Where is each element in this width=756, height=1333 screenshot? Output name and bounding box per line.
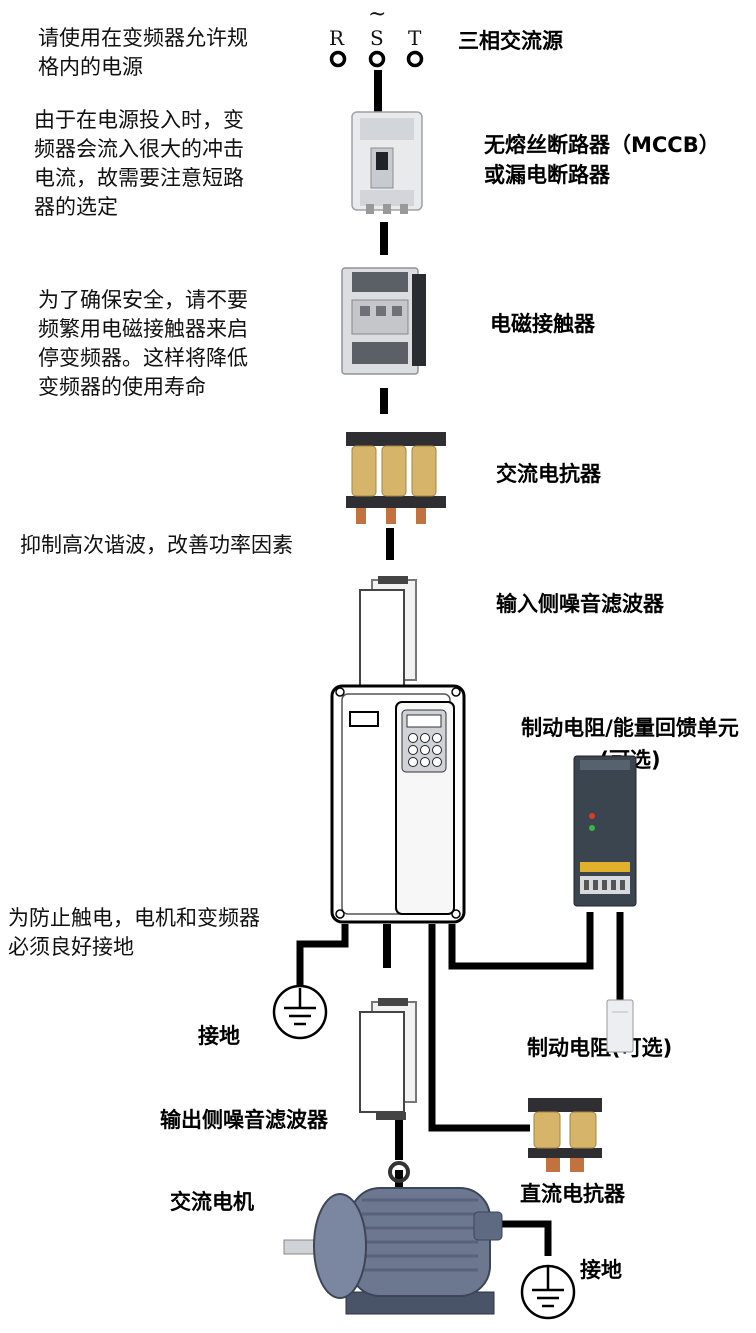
braking-unit-image: [573, 755, 637, 907]
dc-reactor-image: [528, 1098, 602, 1172]
ground-icon: [520, 1264, 576, 1320]
note-harmonics: 抑制高次谐波，改善功率因素: [20, 533, 293, 557]
power-terminals: [329, 50, 424, 68]
label-power-source: 三相交流源: [458, 29, 563, 53]
label-input-filter: 输入侧噪音滤波器: [496, 592, 664, 616]
note-grounding: 为防止触电，电机和变频器 必须良好接地: [8, 906, 260, 959]
ground-wire-1: [296, 924, 349, 986]
label-output-filter: 输出侧噪音滤波器: [160, 1108, 328, 1132]
terminal-t: [406, 50, 424, 68]
ac-reactor-image: [346, 432, 446, 524]
label-dc-reactor: 直流电抗器: [520, 1182, 625, 1206]
breaker-image: [351, 111, 423, 214]
braking-wire: [448, 912, 594, 970]
terminal-s: [368, 50, 386, 68]
output-filter-image: [359, 998, 417, 1120]
label-ac-reactor: 交流电抗器: [496, 462, 601, 486]
terminal-t-label: T: [408, 26, 422, 50]
motor-image: [283, 1161, 503, 1315]
label-ground-2: 接地: [580, 1258, 622, 1282]
inverter-image: [330, 684, 466, 924]
ac-symbol: ~: [368, 2, 387, 27]
terminal-r: [329, 50, 347, 68]
terminal-s-label: S: [370, 26, 384, 50]
ground-wire-2: [500, 1220, 552, 1256]
input-filter-image: [359, 576, 417, 698]
note-power-spec: 请使用在变频器允许规 格内的电源: [38, 26, 248, 79]
dc-reactor-wire: [428, 924, 530, 1132]
contactor-image: [341, 267, 426, 375]
branch-wires: [296, 912, 624, 1256]
note-contactor-safety: 为了确保安全，请不要 频繁用电磁接触器来启 停变频器。这样将降低 变频器的使用寿…: [38, 288, 248, 399]
terminal-r-label: R: [329, 26, 345, 50]
label-contactor: 电磁接触器: [490, 312, 595, 336]
ground-icon: [272, 984, 328, 1040]
label-braking-resistor: 制动电阻(可选): [527, 1036, 673, 1060]
label-ground-1: 接地: [198, 1024, 240, 1048]
label-breaker: 无熔丝断路器（MCCB） 或漏电断路器: [484, 133, 720, 187]
note-breaker-selection: 由于在电源投入时，变 频器会流入很大的冲击 电流，故需要注意短路 器的选定: [34, 108, 244, 219]
braking-resistor-image: [606, 999, 634, 1053]
label-motor: 交流电机: [170, 1190, 254, 1214]
